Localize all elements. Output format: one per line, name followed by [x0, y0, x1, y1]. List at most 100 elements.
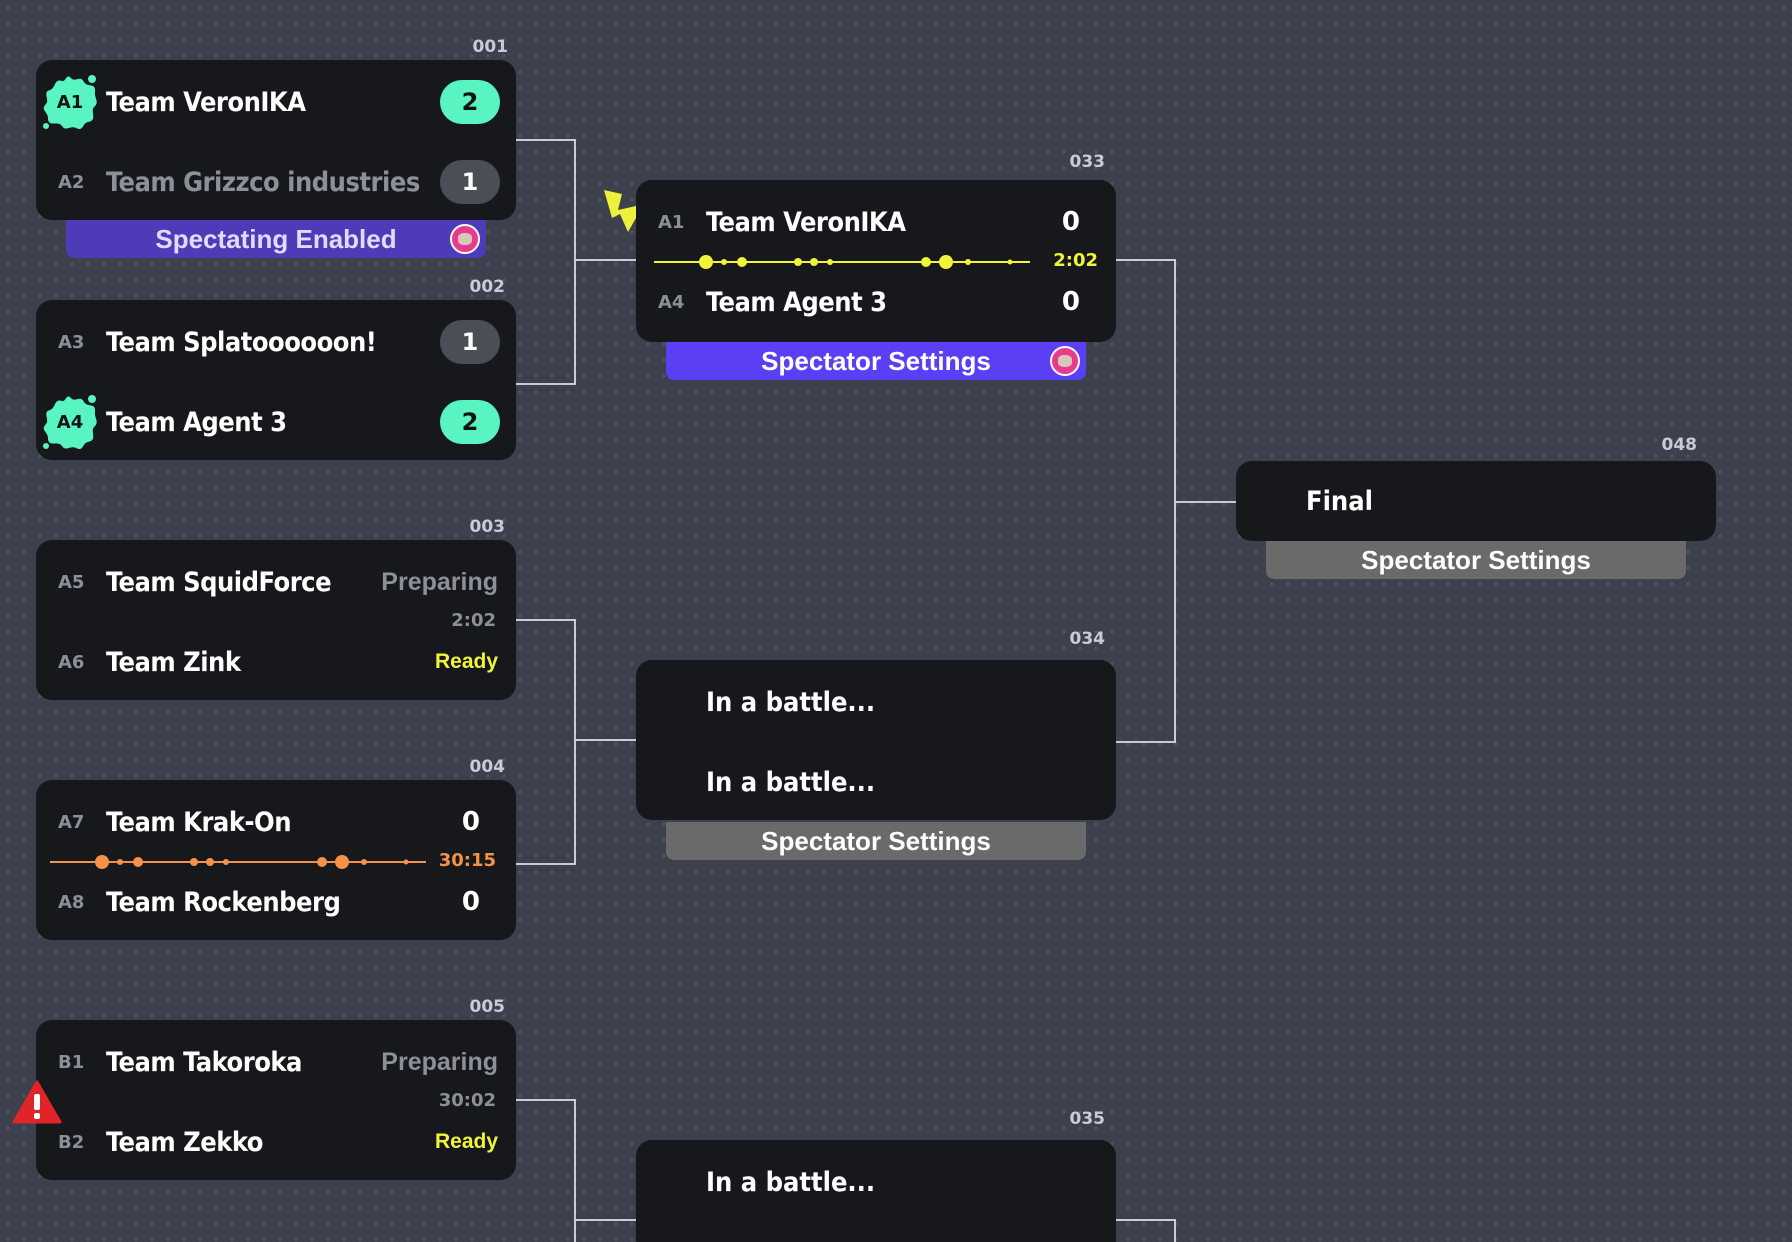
seed-label: A3 — [58, 331, 85, 353]
team-name: Team Zekko — [106, 1126, 263, 1158]
status-preparing: Preparing — [381, 567, 498, 596]
score-value: 0 — [461, 807, 480, 837]
team-name: Team Splatoooooon! — [106, 326, 377, 358]
match-timer: 30:15 — [438, 850, 496, 871]
match-card-001[interactable]: A1 Team VeronIKA 2 A2 Team Grizzco indus… — [36, 60, 516, 220]
score-badge: 2 — [440, 400, 500, 444]
seed-label: B2 — [58, 1131, 85, 1153]
match-row-bottom[interactable]: A2 Team Grizzco industries 1 — [36, 152, 516, 212]
battle-timeline — [50, 855, 426, 869]
score-value: 0 — [1061, 287, 1080, 317]
match-number-001: 001 — [472, 37, 509, 57]
in-battle-label: In a battle... — [706, 1166, 876, 1198]
match-card-048[interactable]: Final — [1236, 461, 1716, 541]
in-battle-label: In a battle... — [706, 686, 876, 718]
team-name: Team VeronIKA — [106, 86, 306, 118]
team-name: Team Takoroka — [106, 1046, 302, 1078]
match-row-bottom[interactable]: A6 Team Zink Ready — [36, 632, 516, 692]
score-badge: 1 — [440, 160, 500, 204]
seed-label: A6 — [58, 651, 85, 673]
seed-label: B1 — [58, 1051, 85, 1073]
team-name: Team Rockenberg — [106, 886, 341, 918]
match-number-005: 005 — [469, 997, 506, 1017]
status-ready: Ready — [434, 1130, 498, 1153]
match-row-top[interactable]: In a battle... — [636, 1152, 1116, 1212]
seed-label: A2 — [58, 171, 85, 193]
match-card-034[interactable]: In a battle... In a battle... — [636, 660, 1116, 820]
battle-timeline — [654, 255, 1030, 269]
seed-label: A4 — [658, 291, 685, 313]
spectator-settings-label: Spectator Settings — [761, 345, 991, 376]
match-number-004: 004 — [469, 757, 506, 777]
spectating-label: Spectating Enabled — [155, 223, 397, 254]
score-badge: 2 — [440, 80, 500, 124]
team-name: Team Agent 3 — [706, 286, 887, 318]
match-card-033[interactable]: A1 Team VeronIKA 0 2:02 A4 Team Agent 3 … — [636, 180, 1116, 342]
match-row-bottom[interactable]: In a battle... — [636, 752, 1116, 812]
match-card-005[interactable]: B1 Team Takoroka Preparing 30:02 B2 Team… — [36, 1020, 516, 1180]
team-name: Team Zink — [106, 646, 241, 678]
match-row-top[interactable]: A1 Team VeronIKA 0 — [636, 192, 1116, 252]
team-name: Team VeronIKA — [706, 206, 906, 238]
in-battle-label: In a battle... — [706, 766, 876, 798]
status-preparing: Preparing — [381, 1047, 498, 1076]
match-number-002: 002 — [469, 277, 506, 297]
bracket-connector-to-034 — [574, 739, 636, 741]
team-name: Team SquidForce — [106, 566, 332, 598]
bracket-connector-035-out — [1116, 1219, 1176, 1242]
seed-label: A8 — [58, 891, 85, 913]
match-number-035: 035 — [1069, 1109, 1106, 1129]
spectator-settings-button[interactable]: Spectator Settings — [1266, 541, 1686, 579]
bracket-connector-005 — [516, 1099, 576, 1242]
warning-icon[interactable] — [12, 1080, 62, 1124]
match-row-top[interactable]: In a battle... — [636, 672, 1116, 732]
match-row-top[interactable]: B1 Team Takoroka Preparing — [36, 1032, 516, 1092]
bracket-connector-033-034 — [1116, 259, 1176, 743]
score-badge: 1 — [440, 320, 500, 364]
match-row-bottom[interactable]: A4 Team Agent 3 0 — [636, 272, 1116, 332]
score-value: 0 — [1061, 207, 1080, 237]
match-row-top[interactable]: A1 Team VeronIKA 2 — [36, 72, 516, 132]
bracket-connector-003-004 — [516, 619, 576, 865]
bracket-connector-to-048 — [1174, 501, 1236, 503]
spectator-settings-button[interactable]: Spectator Settings — [666, 822, 1086, 860]
match-row-bottom[interactable]: A4 Team Agent 3 2 — [36, 392, 516, 452]
match-card-035[interactable]: In a battle... — [636, 1140, 1116, 1242]
final-row[interactable]: Final — [1236, 471, 1716, 531]
final-label: Final — [1306, 485, 1373, 517]
match-timer: 30:02 — [438, 1090, 496, 1111]
seed-label: A7 — [58, 811, 85, 833]
status-ready: Ready — [434, 650, 498, 673]
match-card-003[interactable]: A5 Team SquidForce Preparing 2:02 A6 Tea… — [36, 540, 516, 700]
match-row-bottom[interactable]: A8 Team Rockenberg 0 — [36, 872, 516, 932]
seed-label: A5 — [58, 571, 85, 593]
lightning-pointer-icon — [604, 190, 648, 232]
match-number-048: 048 — [1661, 435, 1698, 455]
spectator-avatar-icon — [450, 224, 480, 254]
match-row-top[interactable]: A5 Team SquidForce Preparing — [36, 552, 516, 612]
match-card-002[interactable]: A3 Team Splatoooooon! 1 A4 Team Agent 3 … — [36, 300, 516, 460]
bracket-connector-001-002 — [516, 139, 576, 385]
match-timer: 2:02 — [451, 610, 496, 631]
spectator-settings-button[interactable]: Spectator Settings — [666, 342, 1086, 380]
match-number-003: 003 — [469, 517, 506, 537]
seed-label: A1 — [658, 211, 685, 233]
winner-splat-icon: A1 — [40, 72, 100, 132]
match-timer: 2:02 — [1053, 250, 1098, 271]
bracket-connector-to-033 — [574, 259, 636, 261]
match-row-top[interactable]: A7 Team Krak-On 0 — [36, 792, 516, 852]
team-name: Team Krak-On — [106, 806, 292, 838]
spectator-avatar-icon — [1050, 346, 1080, 376]
score-value: 0 — [461, 887, 480, 917]
team-name: Team Grizzco industries — [106, 166, 420, 198]
spectator-settings-label: Spectator Settings — [1361, 544, 1591, 575]
bracket-connector-to-035 — [574, 1219, 636, 1221]
spectator-settings-label: Spectator Settings — [761, 825, 991, 856]
winner-splat-icon: A4 — [40, 392, 100, 452]
match-card-004[interactable]: A7 Team Krak-On 0 30:15 A8 Team Rockenbe… — [36, 780, 516, 940]
team-name: Team Agent 3 — [106, 406, 287, 438]
match-number-033: 033 — [1069, 152, 1106, 172]
match-row-top[interactable]: A3 Team Splatoooooon! 1 — [36, 312, 516, 372]
spectating-enabled-bar[interactable]: Spectating Enabled — [66, 220, 486, 258]
match-row-bottom[interactable]: B2 Team Zekko Ready — [36, 1112, 516, 1172]
